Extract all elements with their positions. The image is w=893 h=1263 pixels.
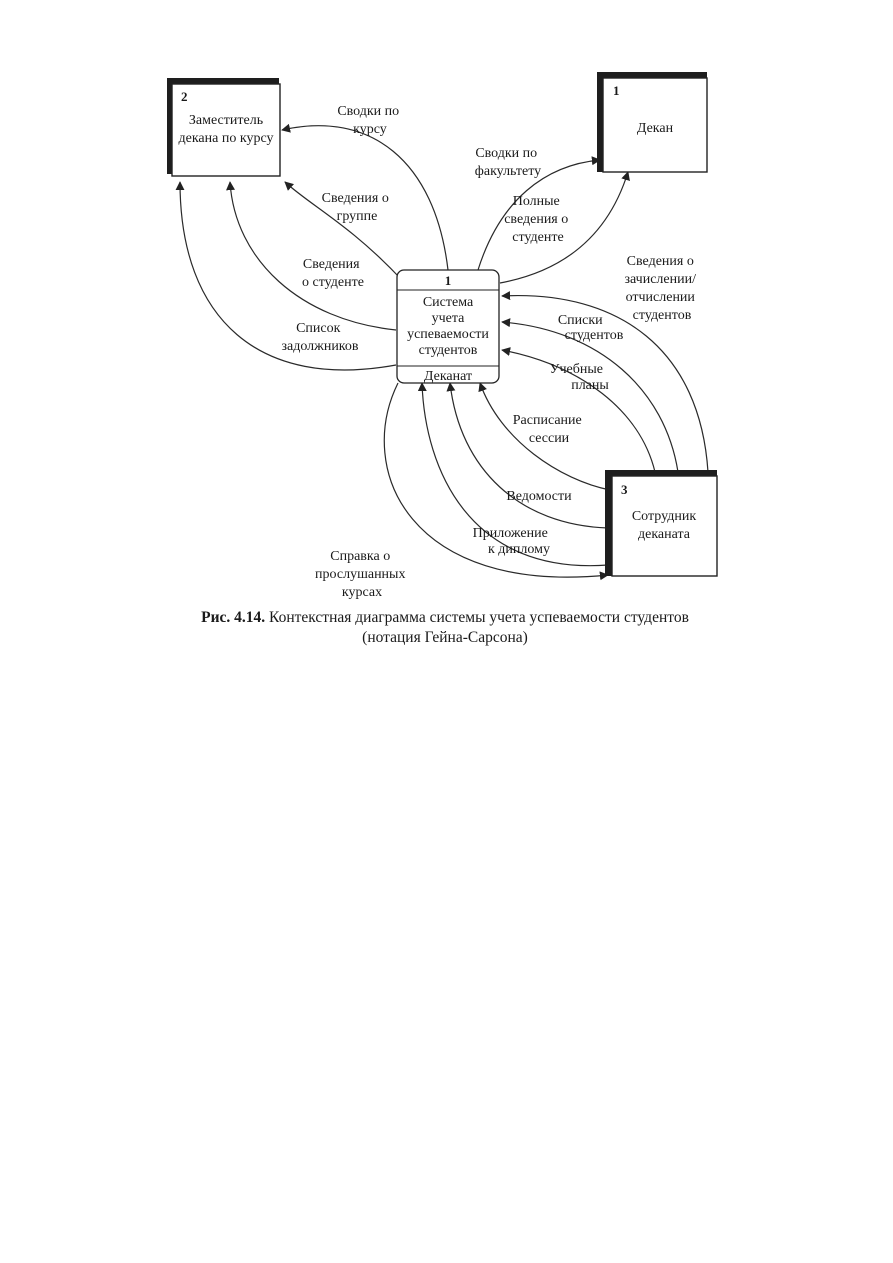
entity-deputy-box — [171, 83, 281, 177]
entity-dean-box — [602, 77, 708, 173]
flow-grade-sheets — [446, 382, 609, 529]
flow-student-info — [226, 181, 397, 331]
label-course-summaries: Сводки по курсу — [337, 104, 402, 137]
entity-staff: 3 Сотрудник деканата — [605, 470, 718, 577]
entity-staff-number: 3 — [621, 482, 628, 497]
flow-student-lists — [501, 318, 679, 473]
label-grade-sheets: Ведомости — [506, 489, 572, 504]
flow-enrollment-info — [501, 291, 709, 473]
label-full-student-info: Полные сведения о студенте — [504, 194, 572, 245]
label-faculty-summaries: Сводки по факультету — [475, 146, 541, 179]
entity-dean-shadow — [597, 72, 607, 172]
entity-dean-label-1: Декан — [637, 121, 674, 136]
process-location: Деканат — [424, 369, 472, 384]
label-enrollment-info: Сведения о зачислении/ отчислении студен… — [625, 254, 700, 323]
flow-exam-schedule — [478, 382, 611, 491]
entity-deputy-label-2: декана по курсу — [179, 131, 274, 146]
process-name-1: Система — [423, 295, 474, 310]
entity-dean-number: 1 — [613, 83, 620, 98]
label-diploma-supplement: Приложение к диплому — [473, 526, 552, 557]
flow-course-certificate — [383, 382, 609, 581]
label-group-info: Сведения о группе — [322, 191, 393, 224]
data-flows — [175, 123, 709, 581]
process-name-3: успеваемости — [407, 327, 489, 342]
process-node: 1 Система учета успеваемости студентов Д… — [396, 269, 500, 384]
flow-diploma-supplement — [417, 382, 609, 567]
process-name-2: учета — [432, 311, 466, 326]
entity-dean-shadow-top — [597, 72, 707, 79]
flow-debtors-list — [175, 181, 397, 371]
process-box — [396, 269, 500, 384]
entity-deputy-label-1: Заместитель — [189, 113, 263, 128]
flow-group-info — [284, 181, 401, 279]
entity-staff-box — [611, 475, 718, 577]
flow-course-summaries — [281, 123, 449, 271]
label-course-certificate: Справка о прослушанных курсах — [315, 549, 409, 600]
caption-number: Рис. 4.14. — [201, 609, 266, 626]
label-student-lists: Списки студентов — [558, 313, 624, 343]
entity-staff-shadow — [605, 470, 615, 576]
label-student-info: Сведения о студенте — [302, 257, 364, 290]
label-curricula: Учебные планы — [550, 362, 610, 393]
entity-staff-shadow-top — [605, 470, 717, 477]
flow-curricula — [501, 347, 656, 473]
entity-staff-label-2: деканата — [638, 527, 691, 542]
process-name-4: студентов — [419, 343, 478, 358]
flow-full-student-info — [499, 171, 630, 284]
label-exam-schedule: Расписание сессии — [513, 413, 586, 446]
flow-faculty-summaries — [477, 156, 601, 271]
entity-deputy-number: 2 — [181, 89, 188, 104]
figure-caption: Рис. 4.14. Контекстная диаграмма системы… — [200, 608, 690, 648]
entity-staff-label-1: Сотрудник — [632, 509, 696, 524]
entity-dean: 1 Декан — [597, 72, 708, 173]
entity-deputy-shadow-top — [167, 78, 279, 85]
flow-labels: Сводки по курсу Сведения о группе Сведен… — [281, 104, 700, 600]
process-number: 1 — [445, 273, 452, 288]
entity-deputy: 2 Заместитель декана по курсу — [167, 78, 281, 177]
caption-text: Контекстная диаграмма системы учета успе… — [269, 609, 689, 646]
label-debtors-list: Список задолжников — [281, 321, 358, 354]
